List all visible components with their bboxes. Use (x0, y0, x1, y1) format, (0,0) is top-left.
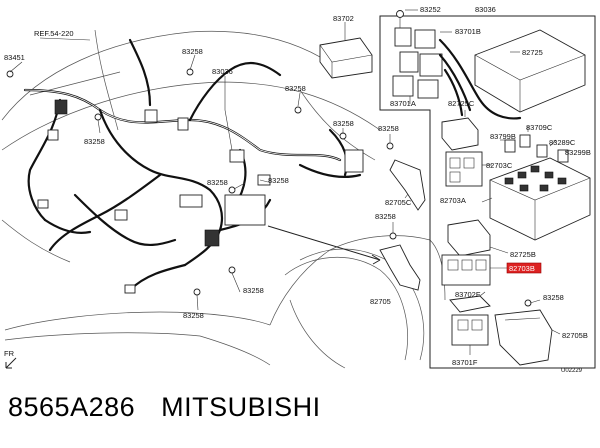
label-fr: FR (4, 349, 15, 358)
label-83701a: 83701A (390, 99, 416, 108)
bracket-82705b (494, 309, 553, 366)
brand-name: MITSUBISHI (161, 392, 321, 422)
caption: 8565A286 MITSUBISHI (8, 392, 339, 432)
inset-leader-lines (405, 9, 571, 355)
label-ref: REF.54-220 (34, 29, 74, 38)
label-83258-b: 83258 (285, 84, 306, 93)
label-82703c: 82703C (486, 161, 513, 170)
label-83258-j: 83258 (375, 212, 396, 221)
bracket-82705 (379, 244, 421, 291)
label-83709c: 83709C (526, 123, 553, 132)
label-83258-k: 83258 (543, 293, 564, 302)
label-82703a: 82703A (440, 196, 466, 205)
label-83701f: 83701F (452, 358, 478, 367)
label-83289c: 83289C (549, 138, 576, 147)
highlight-82703b-bg (506, 262, 542, 274)
part-82703c (445, 151, 483, 187)
label-83299b: 83299B (565, 148, 591, 157)
harness-connectors (37, 99, 364, 294)
label-83258-c: 83258 (333, 119, 354, 128)
part-82703a-fuse-box (489, 157, 591, 241)
label-82705c: 82705C (385, 198, 412, 207)
part-82725c (441, 117, 479, 151)
label-83036-main: 83036 (212, 67, 233, 76)
label-83258-f: 83258 (268, 176, 289, 185)
label-82725: 82725 (522, 48, 543, 57)
label-83258-a: 83258 (182, 47, 203, 56)
part-82725b (447, 219, 491, 257)
part-83702-cover (319, 37, 373, 79)
label-83258-i: 83258 (378, 124, 399, 133)
part-82703b (441, 254, 491, 286)
part-number: 8565A286 (8, 392, 136, 422)
car-body-outline (1, 29, 446, 369)
label-83258-e: 83258 (207, 178, 228, 187)
label-83701b: 83701B (455, 27, 481, 36)
label-83036-top: 83036 (475, 5, 496, 14)
label-83451: 83451 (4, 53, 25, 62)
label-82705: 82705 (370, 297, 391, 306)
label-82725b: 82725B (510, 250, 536, 259)
part-83701-group (392, 10, 443, 99)
label-82703b: 82703B (509, 264, 535, 273)
part-83702f (449, 295, 491, 346)
label-82725c: 82725C (448, 99, 475, 108)
inset-frame (379, 15, 596, 369)
screw-icons (6, 68, 532, 307)
label-diagram-code: U02229 (561, 368, 583, 374)
label-83799b: 83799B (490, 132, 516, 141)
label-83252: 83252 (420, 5, 441, 14)
label-83258-h: 83258 (183, 311, 204, 320)
label-82705b: 82705B (562, 331, 588, 340)
label-83702f: 83702F (455, 290, 481, 299)
wiring-harness (23, 38, 362, 292)
label-83258-d: 83258 (84, 137, 105, 146)
label-83702: 83702 (333, 14, 354, 23)
label-83258-g: 83258 (243, 286, 264, 295)
part-82725-cover (474, 29, 586, 113)
bracket-82705c (389, 159, 426, 211)
front-arrow-icon (5, 357, 17, 369)
cable-bundle (438, 38, 522, 120)
